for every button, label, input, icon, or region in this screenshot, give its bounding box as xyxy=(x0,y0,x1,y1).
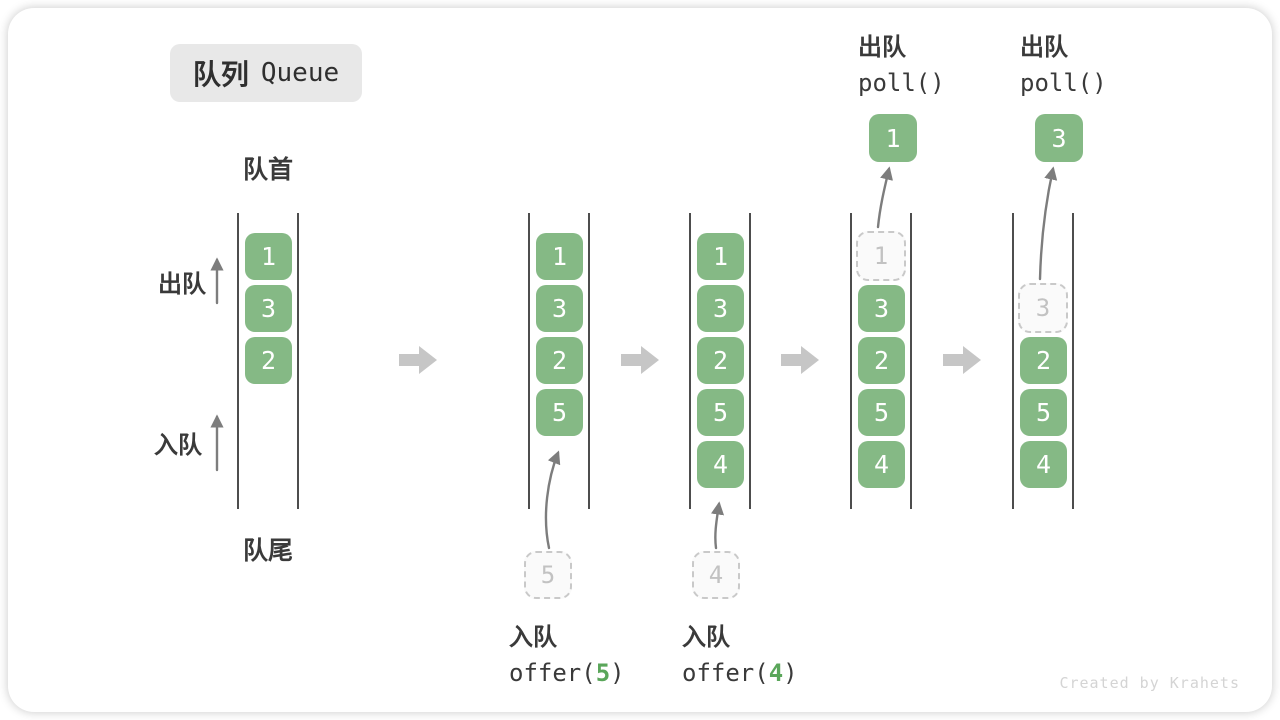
enqueue-5-operation: 入队 offer(5) xyxy=(509,617,625,687)
queue-item: 1 xyxy=(697,233,744,280)
queue-item: 4 xyxy=(858,441,905,488)
queue-item: 4 xyxy=(1020,441,1067,488)
front-label: 队首 xyxy=(242,156,293,184)
queue-item: 2 xyxy=(858,337,905,384)
popped-item-1: 1 xyxy=(869,114,917,162)
removed-slot-1: 1 xyxy=(856,231,906,281)
title-zh: 队列 xyxy=(192,59,249,90)
enqueue-4-op-label: 入队 xyxy=(682,624,730,651)
queue-state-3 xyxy=(689,213,751,509)
queue-state-2 xyxy=(528,213,590,509)
queue-item: 2 xyxy=(697,337,744,384)
queue-item: 5 xyxy=(697,389,744,436)
poll-3-op-code: poll() xyxy=(1020,69,1107,97)
staged-item-4: 4 xyxy=(692,551,740,599)
queue-state-4 xyxy=(850,213,912,509)
title-badge: 队列 Queue xyxy=(170,44,362,102)
queue-item: 4 xyxy=(697,441,744,488)
diagram-card xyxy=(8,8,1272,712)
watermark: Created by Krahets xyxy=(1059,674,1240,692)
queue-item: 3 xyxy=(245,285,292,332)
queue-item: 5 xyxy=(536,389,583,436)
poll-3-op-label: 出队 xyxy=(1020,34,1068,61)
queue-item: 3 xyxy=(536,285,583,332)
queue-item: 5 xyxy=(858,389,905,436)
enqueue-5-op-arg: 5 xyxy=(595,659,611,687)
title-en: Queue xyxy=(260,58,340,88)
queue-item: 1 xyxy=(245,233,292,280)
enqueue-label: 入队 xyxy=(154,432,202,459)
enqueue-4-operation: 入队 offer(4) xyxy=(682,617,798,687)
queue-state-5 xyxy=(1012,213,1074,509)
queue-item: 3 xyxy=(697,285,744,332)
poll-1-op-label: 出队 xyxy=(858,34,906,61)
poll-1-op-code: poll() xyxy=(858,69,945,97)
enqueue-5-op-label: 入队 xyxy=(509,624,557,651)
staged-item-5: 5 xyxy=(524,551,572,599)
enqueue-5-op-code: offer(5) xyxy=(509,659,625,687)
queue-item: 3 xyxy=(858,285,905,332)
poll-1-operation: 出队 poll() xyxy=(858,27,945,97)
queue-item: 2 xyxy=(245,337,292,384)
popped-item-3: 3 xyxy=(1035,114,1083,162)
enqueue-4-op-arg: 4 xyxy=(768,659,784,687)
queue-item: 1 xyxy=(536,233,583,280)
queue-state-1 xyxy=(237,213,299,509)
queue-item: 5 xyxy=(1020,389,1067,436)
enqueue-4-op-code: offer(4) xyxy=(682,659,798,687)
queue-item: 2 xyxy=(536,337,583,384)
poll-3-operation: 出队 poll() xyxy=(1020,27,1107,97)
queue-item: 2 xyxy=(1020,337,1067,384)
rear-label: 队尾 xyxy=(242,537,293,565)
removed-slot-3: 3 xyxy=(1018,283,1068,333)
dequeue-label: 出队 xyxy=(158,271,206,298)
